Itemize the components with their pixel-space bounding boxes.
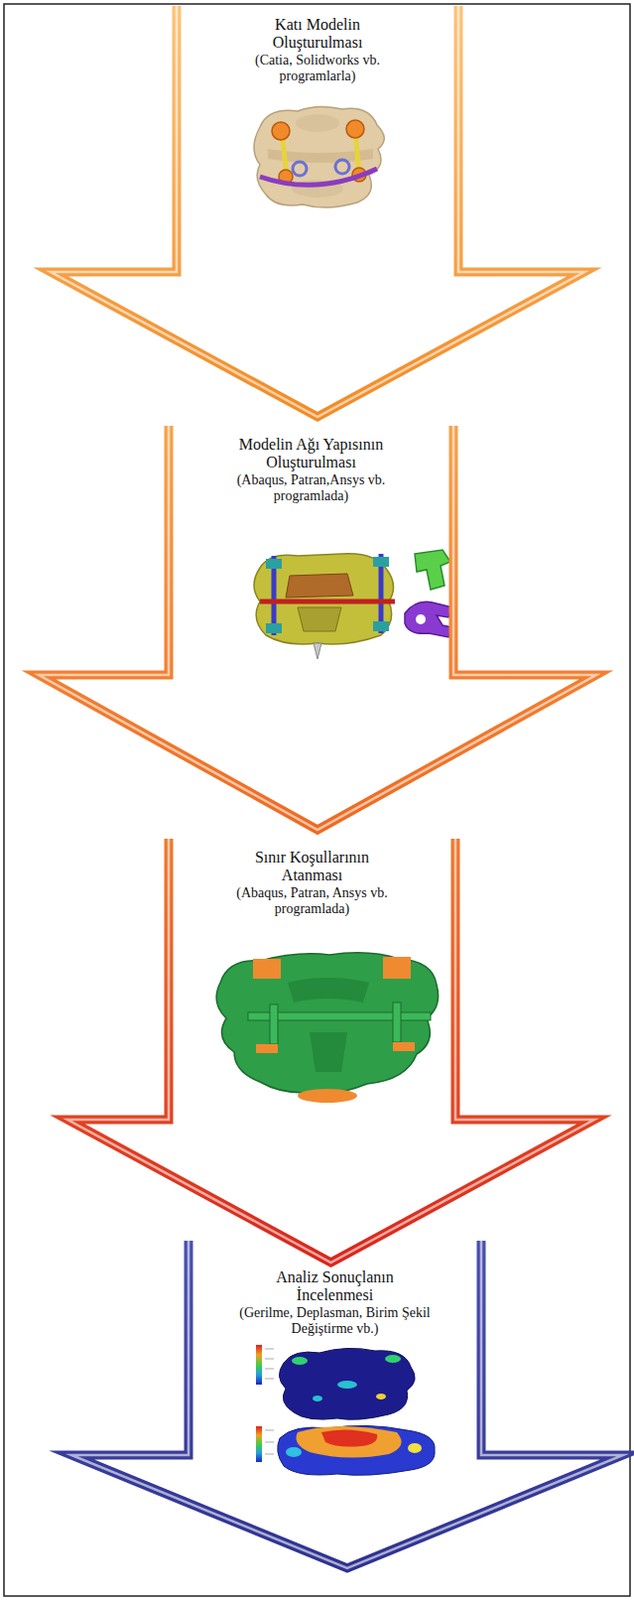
step-note: (Gerilme, Deplasman, Birim Şekil Değişti… (238, 1304, 432, 1337)
step-note: (Abaqus, Patran,Ansys vb. programlada) (234, 472, 388, 505)
flow-arrow-step: Sınır Koşullarının Atanması(Abaqus, Patr… (55, 838, 607, 1274)
spine-solid-model (253, 106, 384, 208)
step-text: Analiz Sonuçlanın İncelenmesi(Gerilme, D… (238, 1268, 432, 1337)
spine-mesh-model (253, 549, 453, 659)
step-title: Modelin Ağı Yapısının Oluşturulması (234, 435, 388, 473)
step-text: Sınır Koşullarının Atanması(Abaqus, Patr… (235, 848, 389, 917)
arrow-band-highlight (50, 5, 585, 417)
spine-boundary-model (216, 952, 438, 1103)
step-text: Modelin Ağı Yapısının Oluşturulması(Abaq… (234, 435, 388, 505)
flow-arrow-step: Modelin Ağı Yapısının Oluşturulması(Abaq… (26, 425, 609, 842)
flow-arrow-step: Analiz Sonuçlanın İncelenmesi(Gerilme, D… (59, 1240, 634, 1580)
step-note: (Catia, Solidworks vb. programlarla) (231, 52, 405, 85)
arrow-band (67, 838, 595, 1263)
arrow-band (71, 1240, 624, 1568)
step-text: Katı Modelin Oluşturulması(Catia, Solidw… (231, 15, 405, 85)
step-title: Analiz Sonuçlanın İncelenmesi (238, 1268, 432, 1305)
flow-arrow-step: Katı Modelin Oluşturulması(Catia, Solidw… (38, 5, 597, 429)
step-note: (Abaqus, Patran, Ansys vb. programlada) (235, 885, 389, 917)
arrow-band-highlight (38, 425, 597, 830)
arrow-band-highlight (71, 1240, 624, 1568)
arrow-outline (26, 425, 609, 842)
outer-frame (3, 3, 631, 1596)
step-title: Katı Modelin Oluşturulması (231, 15, 405, 53)
stress-result-plots (255, 1344, 435, 1475)
arrow-band (38, 425, 597, 830)
step-title: Sınır Koşullarının Atanması (235, 848, 389, 886)
arrow-band (50, 5, 585, 417)
arrow-band-highlight (67, 838, 595, 1263)
